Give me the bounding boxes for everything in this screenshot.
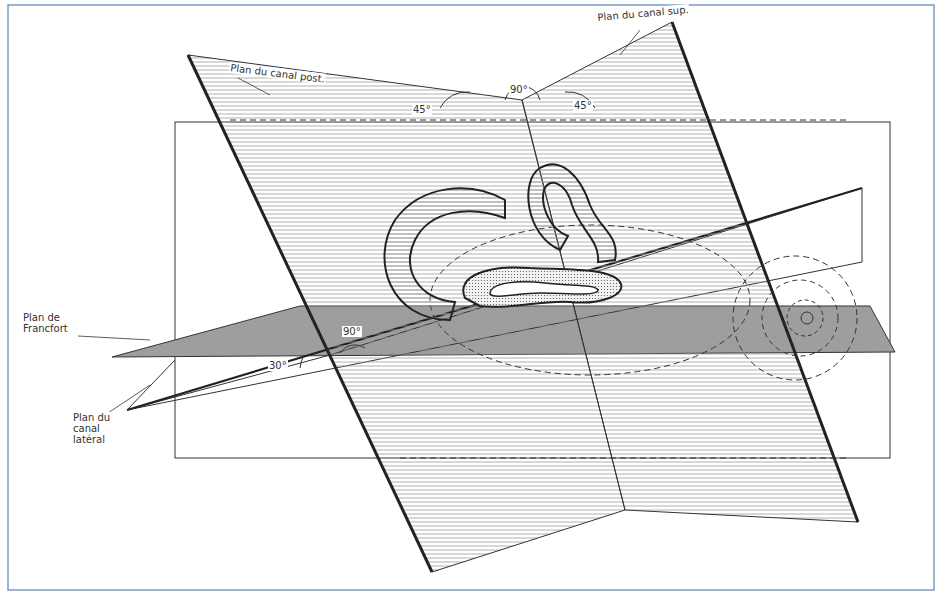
angle-label: 45°	[412, 104, 432, 115]
angle-label: 30°	[268, 360, 288, 371]
angle-label: 90°	[342, 326, 362, 337]
plane-label: Plan du canal sup.	[596, 4, 690, 23]
angle-label: 90°	[509, 84, 529, 95]
angle-label: 45°	[573, 100, 593, 111]
plane-label: Plan du canal latéral	[72, 412, 120, 445]
plane-label: Plan de Francfort	[22, 312, 80, 334]
